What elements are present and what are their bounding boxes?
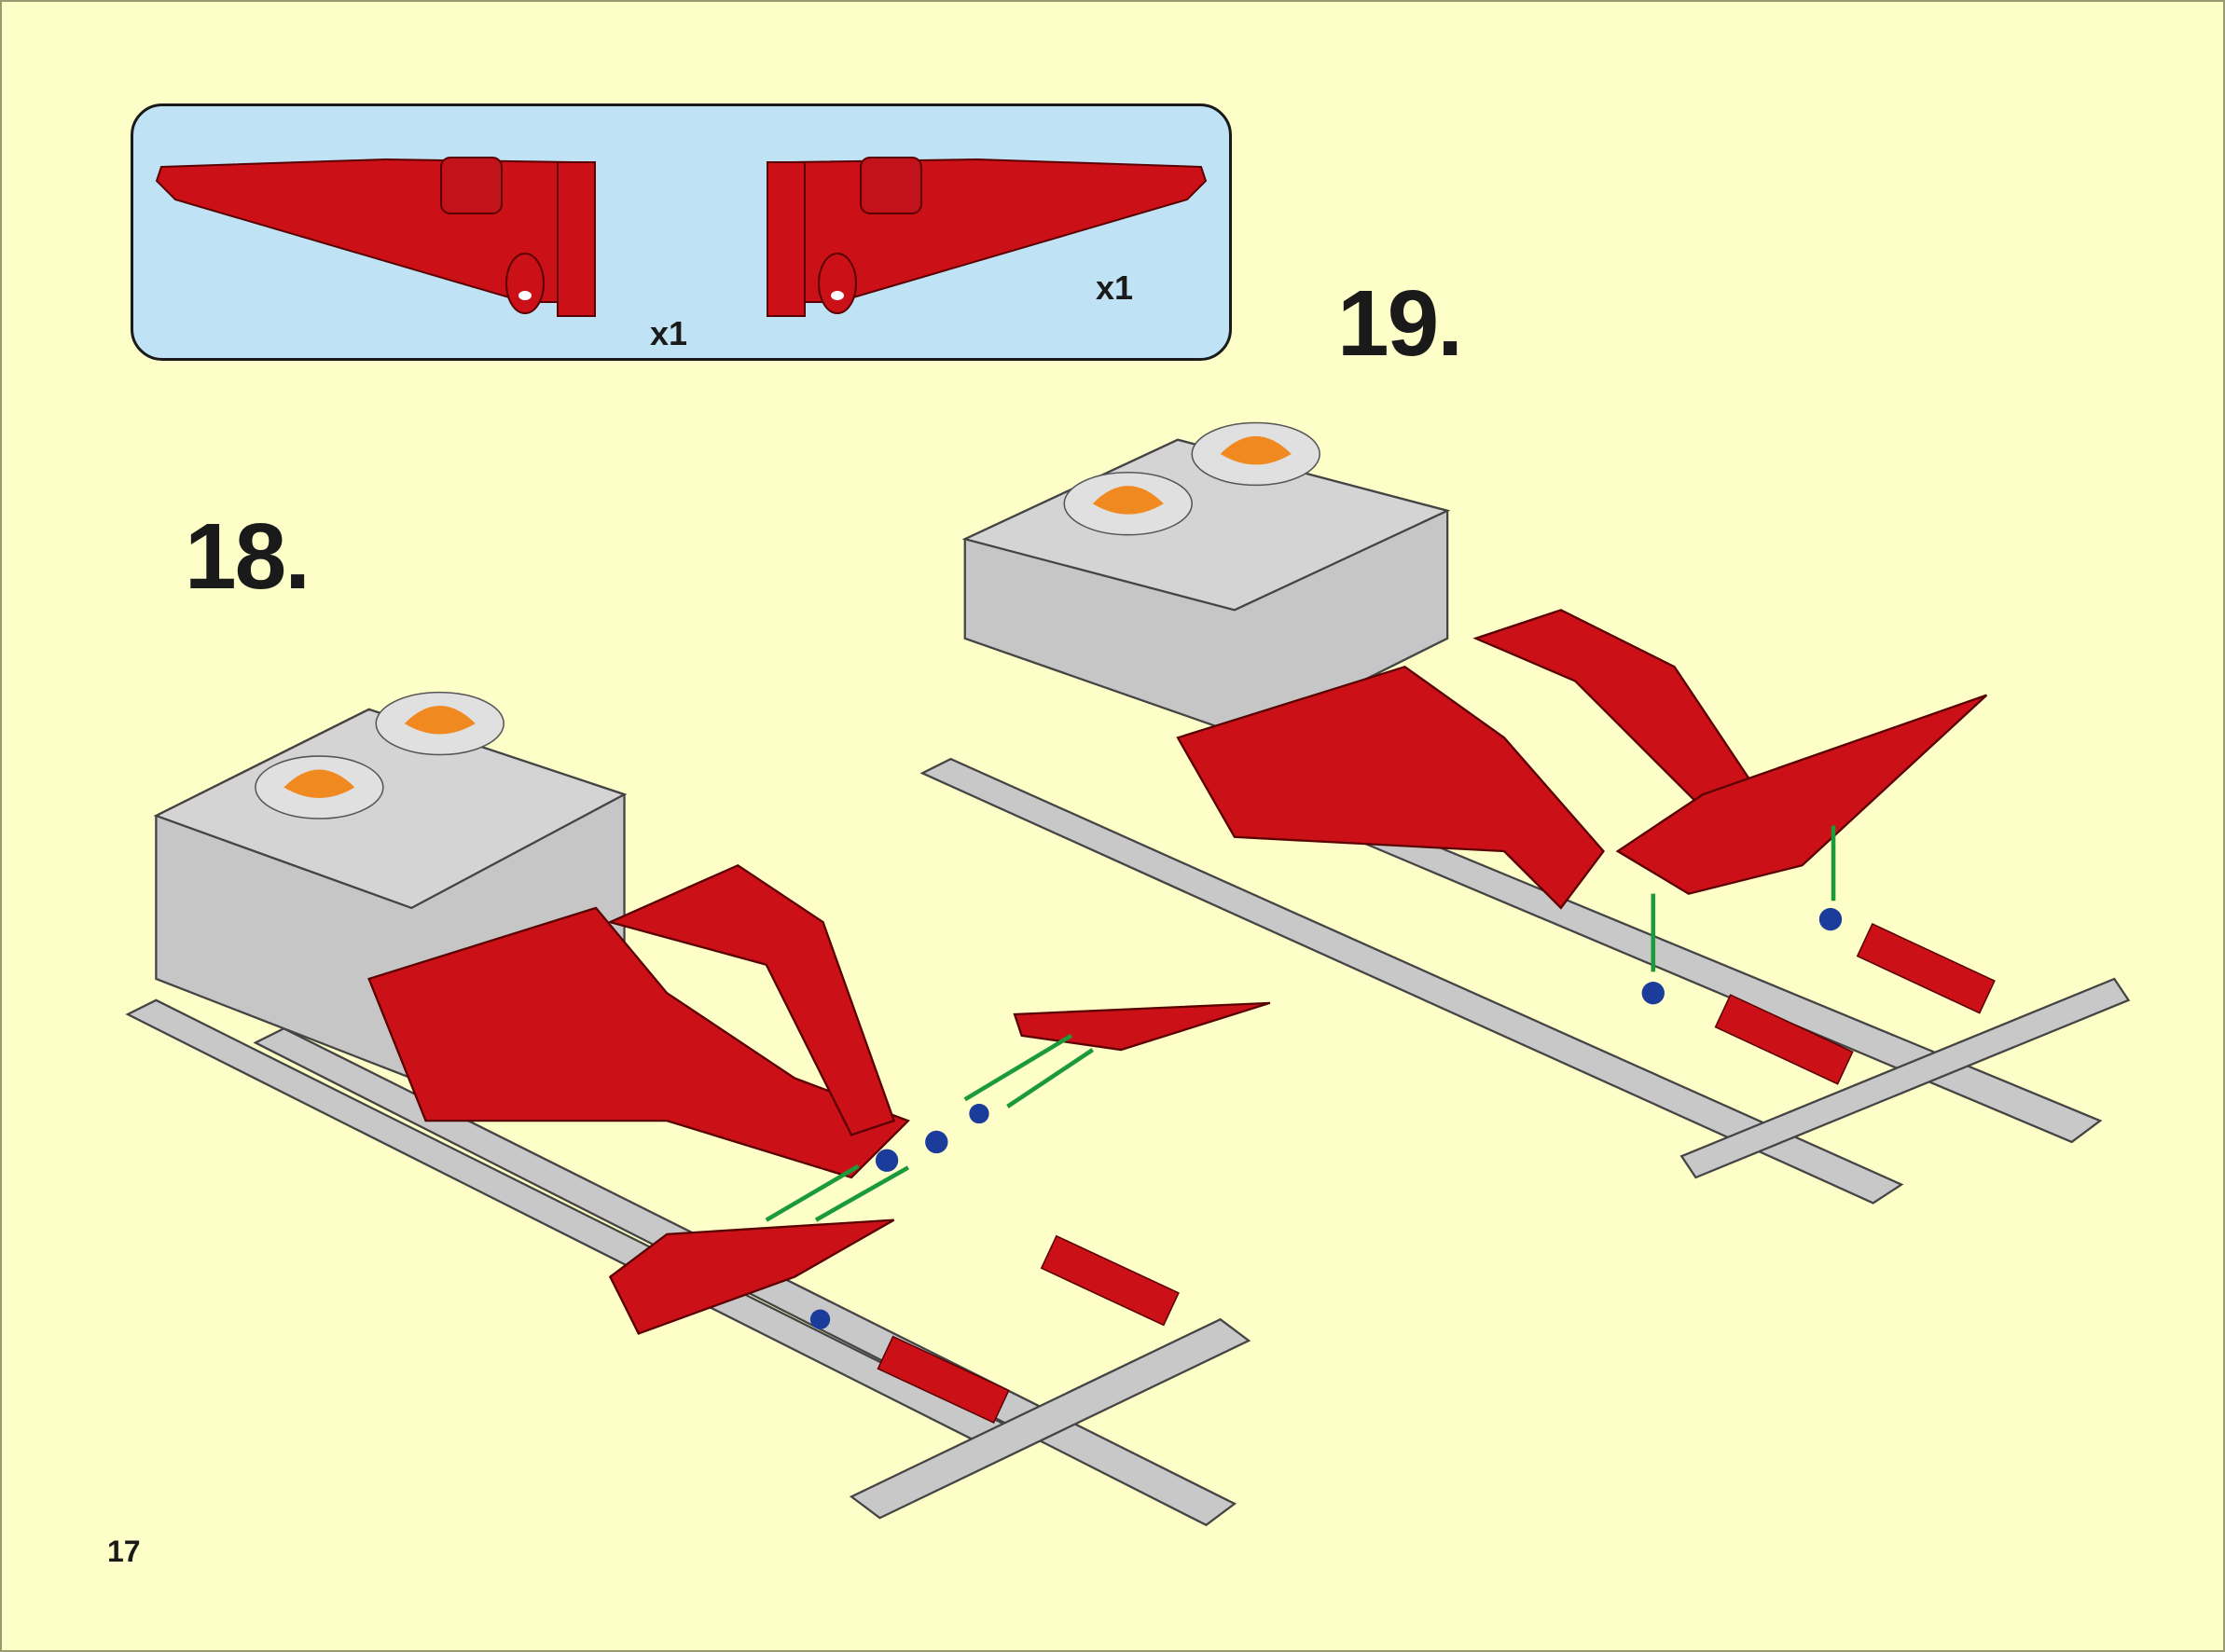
step-19-model — [919, 421, 2131, 1205]
step-number-18: 18. — [185, 504, 311, 609]
quantity-right: x1 — [1096, 268, 1134, 307]
step-18-model — [125, 691, 1271, 1527]
step-number-19: 19. — [1337, 271, 1463, 376]
page-number: 17 — [107, 1535, 141, 1568]
wing-left-part — [155, 157, 596, 317]
wing-parts-illustration — [155, 157, 1208, 317]
wing-right-part — [767, 157, 1208, 317]
parts-callout-box — [131, 103, 1232, 361]
quantity-left: x1 — [650, 314, 688, 352]
